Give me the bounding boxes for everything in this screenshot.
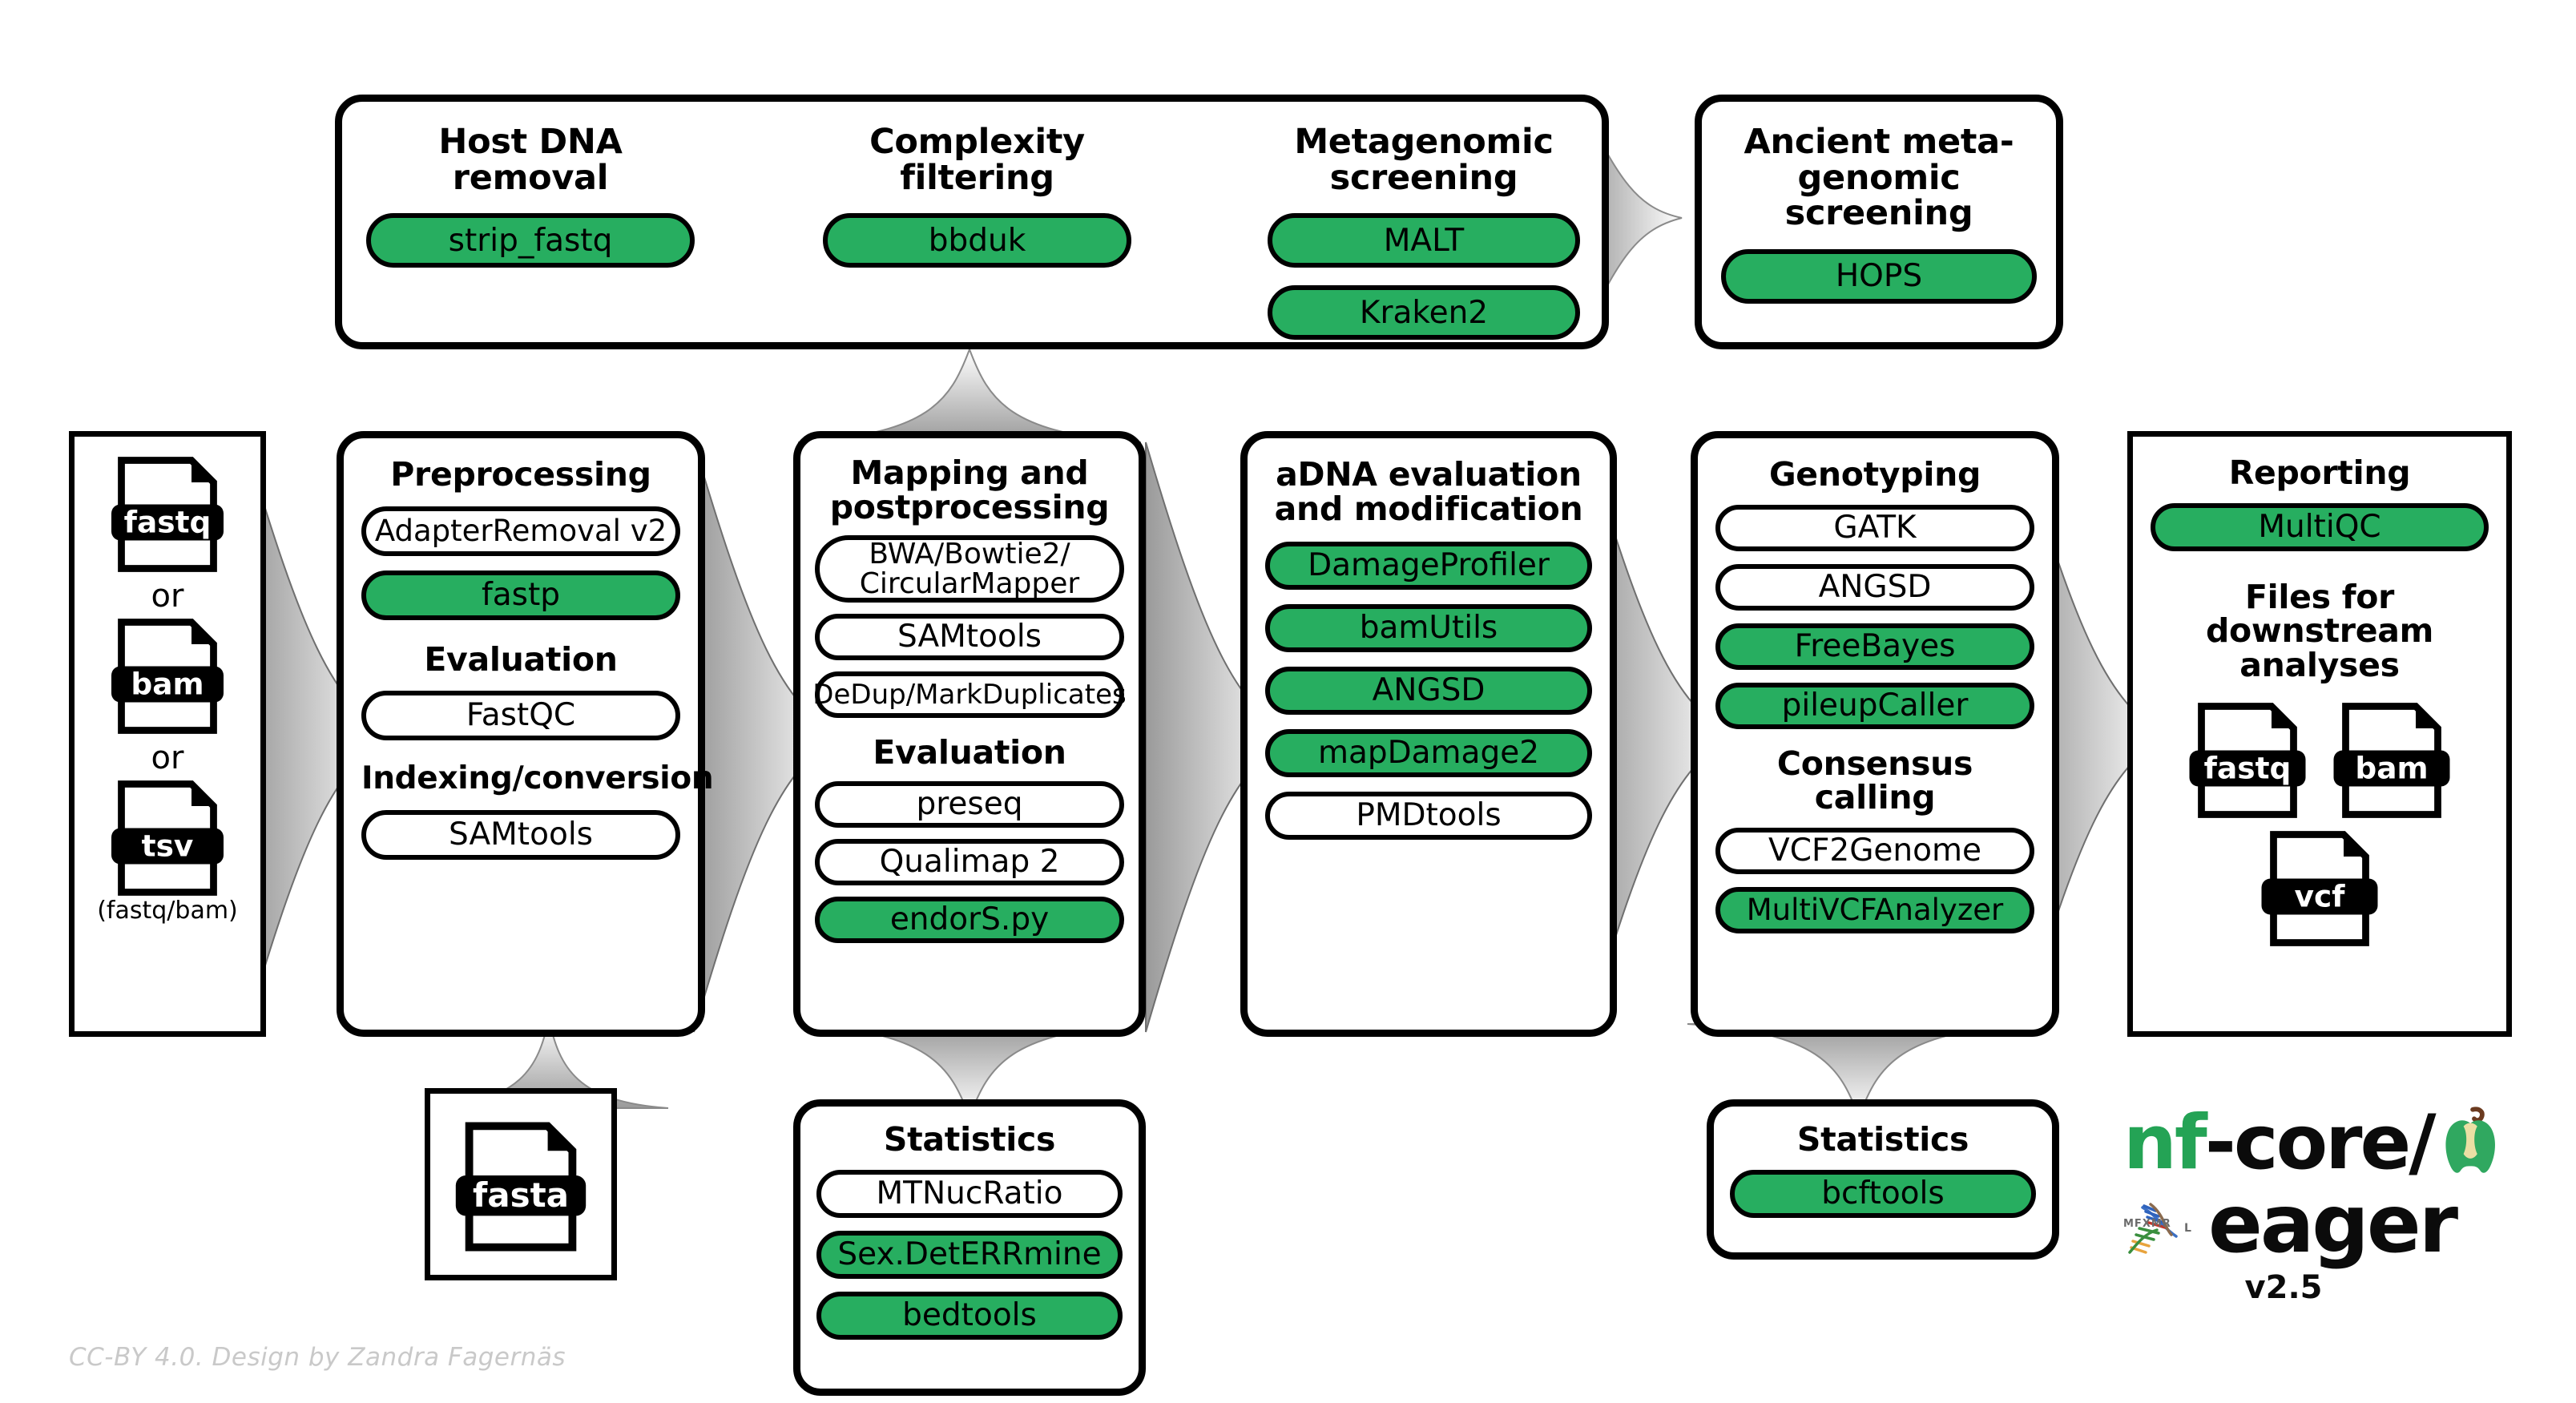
statistics-title: Statistics	[883, 1120, 1056, 1159]
logo-line-eager: MFXMR L eager	[2115, 1184, 2500, 1264]
statistics-title: Statistics	[1796, 1120, 1969, 1159]
tool-pill-malt[interactable]: MALT	[1268, 213, 1580, 268]
adna-box: aDNA evaluation and modification DamageP…	[1240, 431, 1617, 1037]
column-title-mapping: Mapping and postprocessing	[829, 454, 1110, 526]
group-heading-consensus-calling: Consensus calling	[1776, 744, 1973, 817]
svg-text:fastq: fastq	[2204, 750, 2292, 785]
column-title-adna: aDNA evaluation and modification	[1274, 455, 1583, 528]
fastq-file-icon: fastq	[2185, 700, 2310, 820]
logo-core-text: -core/	[2204, 1099, 2437, 1187]
reference-fasta-box: fasta	[425, 1088, 617, 1280]
column-title-reporting: Reporting	[2228, 454, 2411, 492]
tool-pill-mtnucratio[interactable]: MTNucRatio	[816, 1169, 1123, 1218]
section-title: Complexity filtering	[869, 122, 1085, 198]
reporting-box: Reporting MultiQC Files for downstream a…	[2127, 431, 2512, 1037]
dna-helix-icon: MFXMR L	[2115, 1193, 2208, 1256]
tool-pill-damageprofiler[interactable]: DamageProfiler	[1265, 542, 1592, 591]
fastq-file-icon: fastq	[107, 454, 228, 575]
tool-pill-preseq[interactable]: preseq	[815, 780, 1124, 828]
tool-pill-strip-fastq[interactable]: strip_fastq	[366, 213, 695, 268]
or-label-2: or	[151, 740, 184, 776]
tool-pill-kraken2[interactable]: Kraken2	[1268, 285, 1580, 341]
tool-pill-fastp[interactable]: fastp	[361, 570, 680, 620]
tool-pill-bwa-bowtie2-circularmapper[interactable]: BWA/Bowtie2/ CircularMapper	[815, 535, 1124, 603]
tool-pill-sex-deterrmine[interactable]: Sex.DetERRmine	[816, 1230, 1123, 1279]
svg-text:bam: bam	[131, 667, 204, 702]
section-complexity-filtering: Complexity filtering bbduk	[823, 124, 1131, 268]
nf-core-eager-logo: nf -core/	[2115, 1106, 2500, 1314]
tsv-note: (fastq/bam)	[97, 897, 238, 925]
svg-text:L: L	[2184, 1222, 2191, 1235]
tool-pill-samtools[interactable]: SAMtools	[815, 614, 1124, 661]
section-metagenomic-screening: Metagenomic screening MALT Kraken2	[1268, 122, 1580, 341]
mapping-box: Mapping and postprocessing BWA/Bowtie2/ …	[793, 431, 1146, 1037]
svg-text:fasta: fasta	[473, 1175, 569, 1215]
section-ancient-screening: Ancient meta- genomic screening HOPS	[1721, 124, 2037, 304]
svg-text:tsv: tsv	[142, 828, 194, 864]
tsv-file-icon: tsv	[107, 778, 228, 898]
input-files-box: fastq or bam or tsv	[69, 431, 266, 1037]
group-heading-evaluation: Evaluation	[873, 733, 1066, 772]
fasta-file-icon: fasta	[454, 1119, 588, 1254]
column-title-preprocessing: Preprocessing	[390, 455, 651, 494]
svg-text:bam: bam	[2355, 750, 2428, 785]
tool-pill-angsd[interactable]: ANGSD	[1715, 563, 2034, 611]
tool-pill-multiqc[interactable]: MultiQC	[2151, 502, 2489, 551]
tool-pill-vcf2genome[interactable]: VCF2Genome	[1715, 827, 2034, 874]
section-title: Metagenomic screening	[1294, 122, 1554, 198]
bam-file-icon: bam	[107, 616, 228, 736]
arrow-mapping-to-screening	[793, 345, 1146, 449]
genotyping-box: Genotyping GATK ANGSD FreeBayes pileupCa…	[1691, 431, 2059, 1037]
logo-nf-text: nf	[2123, 1099, 2207, 1187]
apple-core-icon	[2441, 1107, 2500, 1180]
tool-pill-dedup-markduplicates[interactable]: DeDup/MarkDuplicates	[812, 671, 1127, 719]
tool-pill-hops[interactable]: HOPS	[1721, 249, 2037, 304]
ancient-screening-box: Ancient meta- genomic screening HOPS	[1695, 95, 2063, 349]
tool-pill-angsd[interactable]: ANGSD	[1265, 667, 1592, 716]
tool-pill-freebayes[interactable]: FreeBayes	[1715, 623, 2034, 670]
tool-pill-gatk[interactable]: GATK	[1715, 504, 2034, 551]
svg-text:fastq: fastq	[124, 505, 212, 540]
mapping-statistics-box: Statistics MTNucRatio Sex.DetERRmine bed…	[793, 1099, 1146, 1396]
tool-pill-pileupcaller[interactable]: pileupCaller	[1715, 682, 2034, 729]
vcf-file-icon: vcf	[2257, 828, 2382, 949]
tool-pill-pmdtools[interactable]: PMDtools	[1265, 792, 1592, 841]
credit-text: CC-BY 4.0. Design by Zandra Fagernäs	[69, 1343, 566, 1372]
section-title: Ancient meta- genomic screening	[1744, 122, 2014, 234]
svg-text:MFXMR: MFXMR	[2123, 1218, 2171, 1230]
logo-version: v2.5	[2244, 1269, 2323, 1306]
downstream-heading: Files for downstream analyses	[2205, 577, 2433, 684]
section-host-dna-removal: Host DNA removal strip_fastq	[366, 124, 695, 268]
column-title-genotyping: Genotyping	[1768, 455, 1981, 494]
section-title: Host DNA removal	[438, 122, 623, 198]
tool-pill-bamutils[interactable]: bamUtils	[1265, 604, 1592, 653]
logo-line-nf-core: nf -core/	[2123, 1106, 2500, 1181]
tool-pill-adapterremoval-v2[interactable]: AdapterRemoval v2	[361, 506, 680, 556]
genotyping-statistics-box: Statistics bcftools	[1707, 1099, 2059, 1260]
tool-pill-fastqc[interactable]: FastQC	[361, 691, 680, 741]
preprocessing-box: Preprocessing AdapterRemoval v2 fastp Ev…	[337, 431, 714, 1037]
svg-text:vcf: vcf	[2295, 878, 2346, 913]
logo-eager-text: eager	[2208, 1177, 2458, 1271]
tool-pill-samtools[interactable]: SAMtools	[361, 809, 680, 860]
tool-pill-bcftools[interactable]: bcftools	[1730, 1169, 2036, 1218]
tool-pill-qualimap-2[interactable]: Qualimap 2	[815, 838, 1124, 885]
tool-pill-endors-py[interactable]: endorS.py	[815, 896, 1124, 943]
tool-pill-bbduk[interactable]: bbduk	[823, 213, 1131, 268]
group-heading-indexing-conversion: Indexing/conversion	[361, 760, 714, 797]
screening-box: Host DNA removal strip_fastq Complexity …	[335, 95, 1609, 349]
group-heading-evaluation: Evaluation	[424, 639, 618, 679]
or-label-1: or	[151, 578, 184, 615]
tool-pill-mapdamage2[interactable]: mapDamage2	[1265, 729, 1592, 778]
bam-file-icon: bam	[2329, 700, 2454, 820]
tool-pill-multivcfanalyzer[interactable]: MultiVCFAnalyzer	[1715, 886, 2034, 933]
tool-pill-bedtools[interactable]: bedtools	[816, 1291, 1123, 1340]
